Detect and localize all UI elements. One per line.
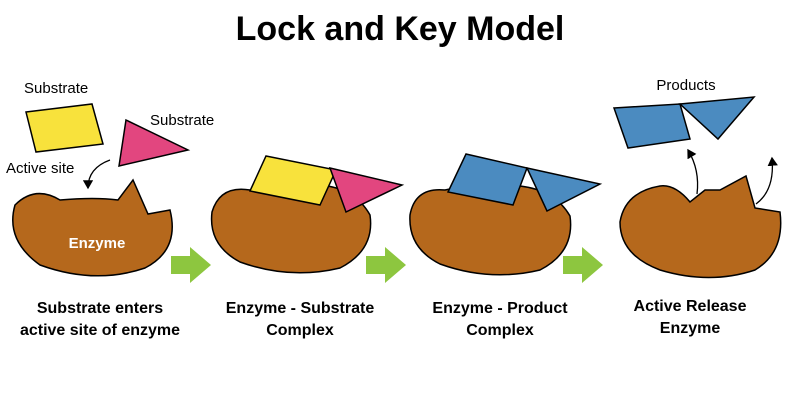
active-site-pointer-arrow <box>82 159 111 190</box>
stage-4-caption: Active Release Enzyme <box>590 296 790 340</box>
bound-substrate-triangle <box>328 166 405 214</box>
substrate-label-1: Substrate <box>24 80 88 97</box>
stage-3-caption-line-2: Complex <box>466 322 534 339</box>
stage-3-caption-line-1: Enzyme - Product <box>432 300 568 317</box>
stage-2-caption: Enzyme - Substrate Complex <box>200 298 400 342</box>
bound-substrate-square <box>248 155 338 206</box>
stage-2-caption-line-1: Enzyme - Substrate <box>225 300 375 317</box>
active-site-label: Active site <box>6 160 74 177</box>
substrate-label-2: Substrate <box>150 112 214 129</box>
progress-arrow-1 <box>171 247 211 283</box>
released-product-2 <box>678 96 756 141</box>
progress-arrow-2 <box>366 247 406 283</box>
bound-product-1 <box>446 153 529 206</box>
stage-1-caption-line-1: Substrate enters <box>36 300 164 317</box>
products-label: Products <box>656 77 715 94</box>
stage-1-caption-line-2: active site of enzyme <box>19 322 181 339</box>
stage-1-enzyme <box>12 178 173 277</box>
bound-product-2 <box>525 166 603 213</box>
stage-3-caption: Enzyme - Product Complex <box>400 298 600 342</box>
stage-4-enzyme <box>619 174 782 279</box>
release-arrow-right <box>755 156 778 205</box>
release-arrow-left <box>687 148 699 195</box>
released-product-1 <box>612 103 691 149</box>
progress-arrow-3 <box>563 247 603 283</box>
stage-2-caption-line-2: Complex <box>266 322 334 339</box>
diagram-title: Lock and Key Model <box>235 10 565 48</box>
substrate-square-shape <box>25 103 104 153</box>
substrate-triangle-shape <box>118 118 191 167</box>
enzyme-label: Enzyme <box>69 235 126 252</box>
stage-4-caption-line-2: Enzyme <box>659 320 721 337</box>
stage-4-caption-line-1: Active Release <box>633 298 747 315</box>
stage-1-caption: Substrate enters active site of enzyme <box>0 298 200 342</box>
